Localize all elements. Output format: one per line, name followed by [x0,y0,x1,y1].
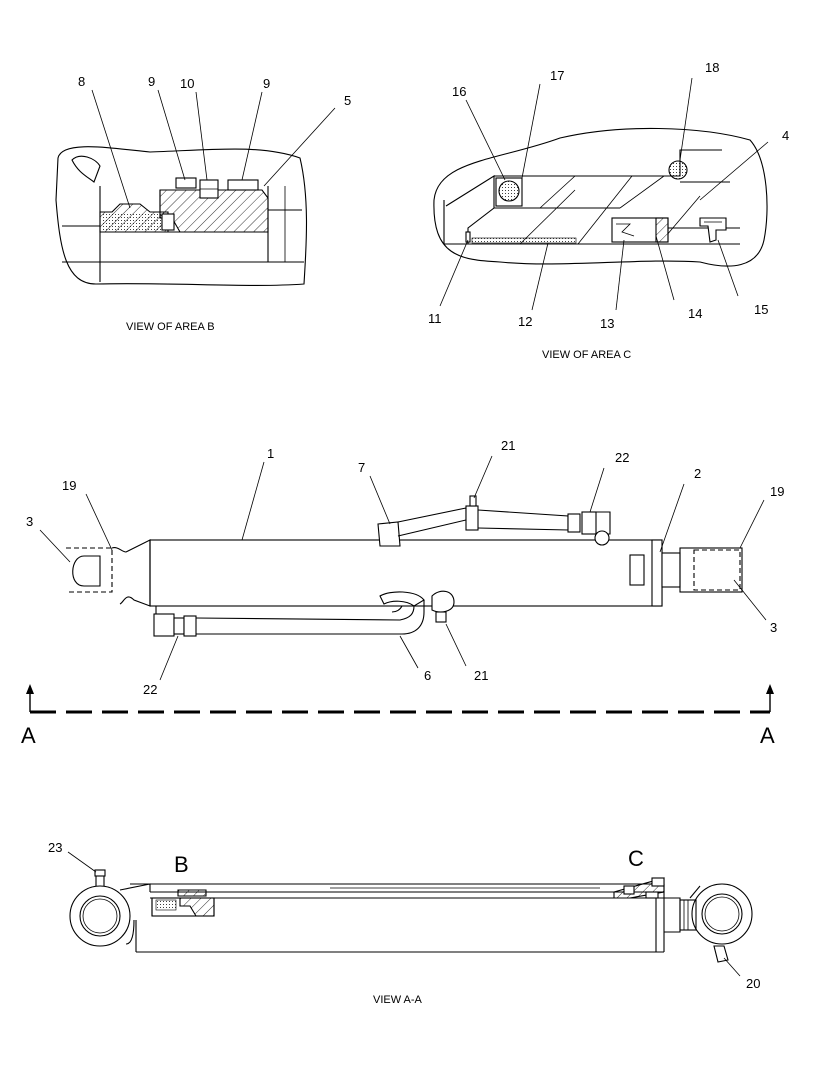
callout-20: 20 [746,976,760,991]
caption-view-area-c: VIEW OF AREA C [542,349,631,361]
callout-16: 16 [452,84,466,99]
area-mark-c: C [628,846,644,871]
view-area-c [433,127,768,267]
callout-22-bottom: 22 [143,682,157,697]
callout-17: 17 [550,68,564,83]
callout-19-left: 19 [62,478,76,493]
callout-10: 10 [180,76,194,91]
area-b-callout-lines [91,89,336,209]
caption-view-a-a: VIEW A-A [373,994,423,1006]
caption-view-area-b: VIEW OF AREA B [126,321,215,333]
callout-3-right: 3 [770,620,777,635]
callout-4: 4 [782,128,789,143]
callout-13: 13 [600,316,614,331]
callout-5: 5 [344,93,351,108]
callout-8: 8 [78,74,85,89]
view-area-b [55,146,308,286]
callout-15: 15 [754,302,768,317]
callout-18: 18 [705,60,719,75]
callout-21-bottom: 21 [474,668,488,683]
callout-23: 23 [48,840,62,855]
area-c-callout-lines [439,77,769,311]
callout-19-right: 19 [770,484,784,499]
main-callout-lines [39,455,767,681]
section-mark-right: A [760,723,775,748]
callout-3-left: 3 [26,514,33,529]
callout-9: 9 [148,74,155,89]
callout-2: 2 [694,466,701,481]
view-a-a [69,869,753,963]
callout-21-top: 21 [501,438,515,453]
callout-7: 7 [358,460,365,475]
callout-11: 11 [428,311,442,326]
callout-12: 12 [518,314,532,329]
section-mark-left: A [21,723,36,748]
callout-9b: 9 [263,76,270,91]
view-a-a-callout-lines [67,851,741,977]
section-line-a-a [26,684,774,714]
cylinder-side-view [66,495,743,637]
callout-1: 1 [267,446,274,461]
callout-14: 14 [688,306,702,321]
callout-22-top: 22 [615,450,629,465]
callout-6: 6 [424,668,431,683]
area-mark-b: B [174,852,189,877]
